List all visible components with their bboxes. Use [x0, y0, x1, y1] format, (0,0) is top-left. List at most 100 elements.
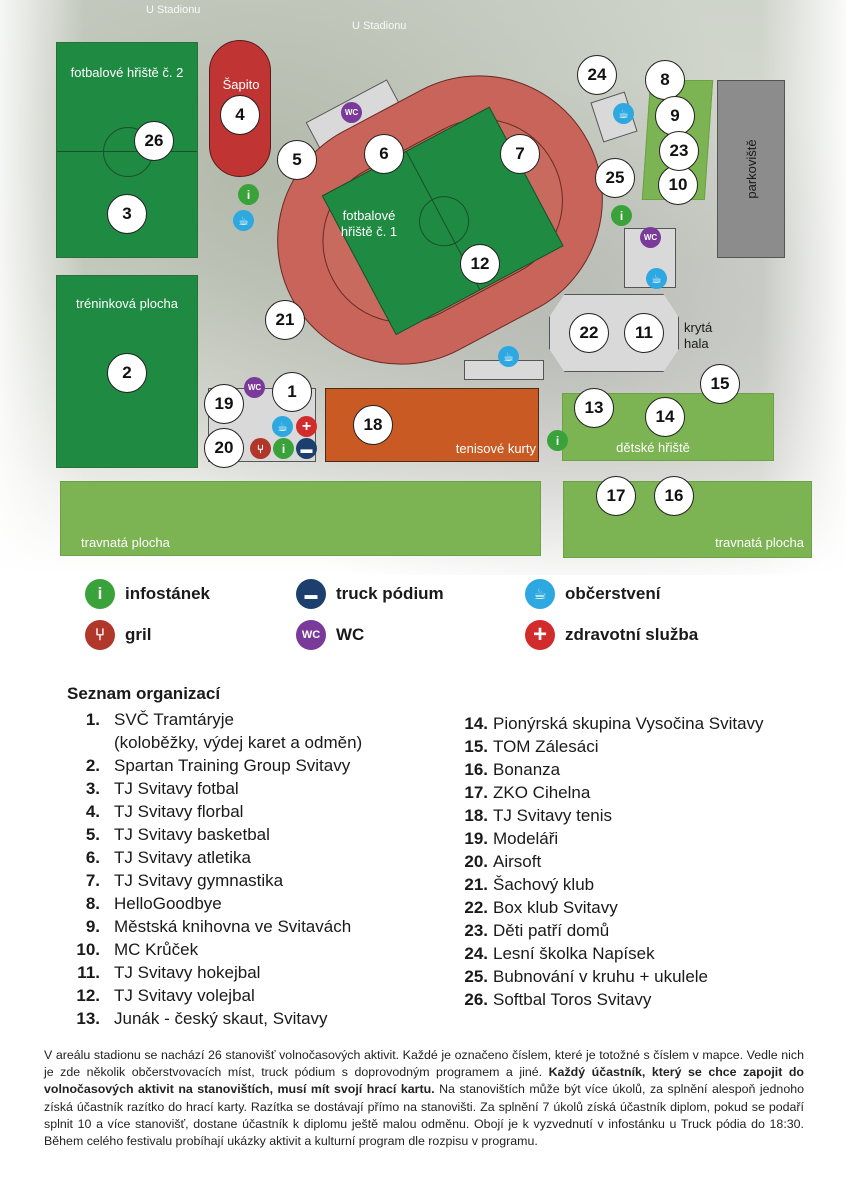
truck-stage-icon: ▬ — [296, 438, 317, 459]
station-badge: 19 — [204, 384, 244, 424]
list-item-name: Box klub Svitavy — [493, 898, 618, 917]
legend-label: gril — [125, 625, 152, 644]
wc-icon: WC — [341, 102, 362, 123]
list-item-number: 18. — [464, 806, 488, 825]
legend-label: truck pódium — [336, 584, 444, 603]
list-item-name: Softbal Toros Svitavy — [493, 990, 652, 1009]
station-badge: 22 — [569, 313, 609, 353]
info-icon: i — [547, 430, 568, 451]
wc-icon: WC — [244, 377, 265, 398]
covered-hall-label: krytá hala — [684, 320, 713, 351]
list-item: 21. Šachový klub — [458, 873, 764, 896]
station-badge: 12 — [460, 244, 500, 284]
list-item: 3.TJ Svitavy fotbal — [50, 777, 362, 800]
street-label: U Stadionu — [352, 20, 407, 32]
station-badge: 7 — [500, 134, 540, 174]
legend-label: WC — [336, 625, 365, 644]
legend-medical: + zdravotní služba — [525, 620, 698, 650]
station-badge: 20 — [204, 428, 244, 468]
list-item: 17. ZKO Cihelna — [458, 781, 764, 804]
list-item-name: TJ Svitavy basketbal — [114, 825, 270, 844]
list-item-number: 5. — [85, 825, 100, 844]
station-badge: 13 — [574, 388, 614, 428]
list-item: 16.Bonanza — [458, 758, 764, 781]
list-item: 6.TJ Svitavy atletika — [50, 846, 362, 869]
list-item-name: Děti patří domů — [493, 921, 610, 940]
station-badge: 17 — [596, 476, 636, 516]
station-badge: 5 — [277, 140, 317, 180]
list-item-number: 4. — [85, 802, 100, 821]
organization-list-col1: 1. SVČ Tramtáryje (koloběžky, výdej karet … — [50, 708, 362, 1030]
list-item-name: Airsoft — [493, 852, 542, 871]
list-item: 19.Modeláři — [458, 827, 764, 850]
list-item-number: 11. — [77, 963, 100, 982]
list-item: 13. Junák - český skaut, Svitavy — [50, 1007, 362, 1030]
list-item-name: Modeláři — [493, 829, 559, 848]
playground-label: dětské hřiště — [616, 440, 690, 455]
station-badge: 8 — [645, 60, 685, 100]
list-item: 5. TJ Svitavy basketbal — [50, 823, 362, 846]
station-badge: 18 — [353, 405, 393, 445]
station-badge: 10 — [658, 165, 698, 205]
list-item-name: Pionýrská skupina Vysočina Svitavy — [493, 714, 764, 733]
info-icon: i — [273, 438, 294, 459]
list-item-name: Šachový klub — [493, 875, 595, 894]
list-item-number: 21. — [464, 875, 488, 894]
legend-food: ☕ občerstvení — [525, 579, 660, 609]
station-badge: 11 — [624, 313, 664, 353]
list-item: 2.Spartan Training Group Svitavy — [50, 754, 362, 777]
station-badge: 21 — [265, 300, 305, 340]
legend-label: infostánek — [125, 584, 211, 603]
list-item: 20.Airsoft — [458, 850, 764, 873]
list-item-name: SVČ Tramtáryje — [114, 710, 234, 729]
list-item-number: 16. — [464, 760, 488, 779]
station-badge: 2 — [107, 353, 147, 393]
football-field-2-label: fotbalové hřiště č. 2 — [70, 65, 184, 80]
list-item-number: 13. — [76, 1009, 100, 1028]
site-map: U Stadionu U Stadionu fotbalové hřiště č… — [0, 0, 846, 575]
list-item: 22. Box klub Svitavy — [458, 896, 764, 919]
grass-area-left-label: travnatá plocha — [81, 535, 170, 550]
grill-icon: ⑂ — [85, 620, 115, 650]
parking-label: parkoviště — [744, 139, 759, 199]
list-item-name: ZKO Cihelna — [493, 783, 591, 802]
list-item-number: 9. — [85, 917, 100, 936]
list-item-number: 1. — [85, 710, 100, 729]
station-badge: 15 — [700, 364, 740, 404]
list-item-number: 14. — [464, 714, 488, 733]
medical-icon: + — [296, 416, 317, 437]
description-text: V areálu stadionu se nachází 26 stanoviš… — [44, 1048, 804, 1080]
list-item: 8.HelloGoodbye — [50, 892, 362, 915]
list-item-number: 10. — [76, 940, 100, 959]
list-item-name: Junák - český skaut, Svitavy — [114, 1009, 328, 1028]
list-item-name: Městská knihovna ve Svitavách — [114, 917, 352, 936]
station-badge: 14 — [645, 397, 685, 437]
wc-icon: WC — [296, 620, 326, 650]
list-item-name: TJ Svitavy volejbal — [114, 986, 255, 1005]
grill-icon: ⑂ — [250, 438, 271, 459]
info-icon: i — [611, 205, 632, 226]
legend-grill: ⑂ gril — [85, 620, 151, 650]
list-item-name: Spartan Training Group Svitavy — [114, 756, 351, 775]
list-item-number: 17. — [464, 783, 488, 802]
station-badge: 9 — [655, 96, 695, 136]
list-item: 18. TJ Svitavy tenis — [458, 804, 764, 827]
list-item: 25.Bubnování v kruhu + ukulele — [458, 965, 764, 988]
list-item-name: MC Krůček — [114, 940, 199, 959]
list-item-name: TJ Svitavy florbal — [114, 802, 244, 821]
list-item-number: 12. — [76, 986, 100, 1005]
list-item-number: 22. — [464, 898, 488, 917]
grass-area-left: travnatá plocha — [60, 481, 541, 556]
legend-truck: ▬ truck pódium — [296, 579, 444, 609]
list-item-name: TJ Svitavy hokejbal — [114, 963, 261, 982]
training-area-label: tréninková plocha — [76, 296, 178, 311]
list-item: 14. Pionýrská skupina Vysočina Svitavy — [458, 712, 764, 735]
food-icon: ☕ — [646, 268, 667, 289]
station-badge: 25 — [595, 158, 635, 198]
list-item-number: 6. — [85, 848, 100, 867]
food-icon: ☕ — [498, 346, 519, 367]
list-item-continuation: (koloběžky, výdej karet a odměn) — [114, 733, 363, 752]
list-item-name: TJ Svitavy gymnastika — [114, 871, 284, 890]
list-item-name: TJ Svitavy tenis — [493, 806, 613, 825]
